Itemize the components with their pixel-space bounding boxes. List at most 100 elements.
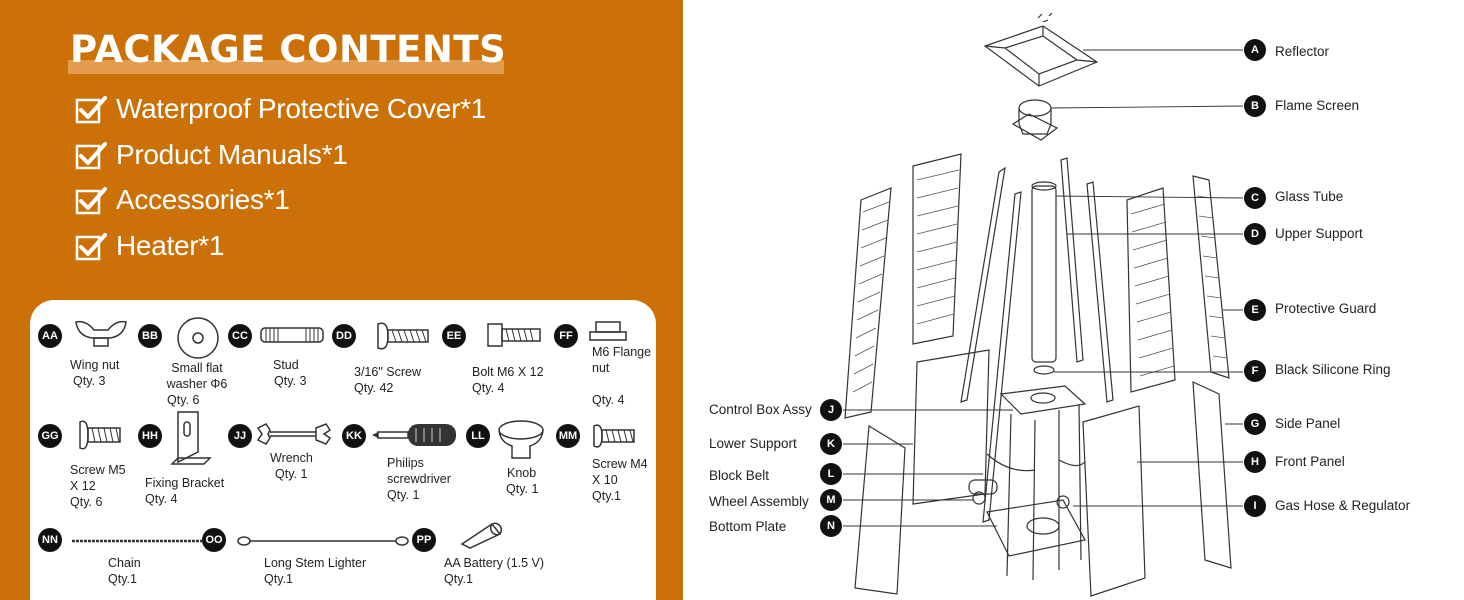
checkbox-icon bbox=[75, 233, 107, 261]
content-item-heater: Heater*1 bbox=[74, 226, 224, 266]
checkbox-icon bbox=[75, 187, 107, 215]
acc-qty-ee: Qty. 4 bbox=[472, 381, 505, 395]
acc-qty-bb: Qty. 6 bbox=[167, 393, 200, 407]
content-item-label: Heater*1 bbox=[116, 230, 225, 261]
badge-oo: OO bbox=[202, 528, 226, 552]
component-badge-e: E bbox=[1244, 299, 1266, 321]
exploded-diagram: A Reflector B Flame Screen C Glass Tube … bbox=[683, 0, 1464, 600]
component-badge-f: F bbox=[1244, 360, 1266, 382]
badge-ff: FF bbox=[554, 324, 578, 348]
component-label-lower-support: Lower Support bbox=[709, 436, 797, 451]
component-label-front-panel: Front Panel bbox=[1275, 454, 1345, 469]
acc-name-jj: Wrench bbox=[270, 451, 313, 465]
package-contents-panel: PACKAGE CONTENTS Waterproof Protective C… bbox=[0, 0, 683, 600]
acc-qty-gg: Qty. 6 bbox=[70, 495, 103, 509]
component-label-reflector: Reflector bbox=[1275, 44, 1330, 59]
screwdriver-icon bbox=[372, 424, 456, 446]
bolt-icon bbox=[487, 323, 541, 347]
content-item-manuals: Product Manuals*1 bbox=[74, 135, 348, 175]
acc-qty-kk: Qty. 1 bbox=[387, 488, 420, 502]
component-label-upper-support: Upper Support bbox=[1275, 226, 1363, 241]
component-label-control-box: Control Box Assy bbox=[709, 402, 812, 417]
component-badge-j: J bbox=[820, 399, 842, 421]
acc-qty-dd: Qty. 42 bbox=[354, 381, 394, 395]
component-label-silicone-ring: Black Silicone Ring bbox=[1275, 362, 1391, 377]
component-badge-l: L bbox=[820, 463, 842, 485]
acc-name-gg: Screw M5 X 12 bbox=[70, 463, 126, 493]
acc-name-ee: Bolt M6 X 12 bbox=[472, 365, 544, 379]
wrench-icon bbox=[256, 423, 332, 445]
badge-pp: PP bbox=[412, 528, 436, 552]
title-underline bbox=[68, 60, 504, 74]
acc-name-hh: Fixing Bracket bbox=[145, 476, 225, 490]
battery-icon bbox=[460, 522, 503, 549]
chain-icon bbox=[72, 539, 222, 543]
component-badge-n: N bbox=[820, 515, 842, 537]
flange-nut-icon bbox=[589, 321, 627, 341]
content-item-cover: Waterproof Protective Cover*1 bbox=[74, 89, 486, 129]
acc-qty-cc: Qty. 3 bbox=[274, 374, 307, 388]
acc-qty-pp: Qty.1 bbox=[444, 572, 473, 586]
acc-qty-jj: Qty. 1 bbox=[275, 467, 308, 481]
screw-m5-icon bbox=[79, 420, 121, 450]
component-badge-k: K bbox=[820, 433, 842, 455]
component-label-gas-hose: Gas Hose & Regulator bbox=[1275, 498, 1411, 513]
acc-qty-oo: Qty.1 bbox=[264, 572, 293, 586]
badge-kk: KK bbox=[342, 424, 366, 448]
acc-name-oo: Long Stem Lighter bbox=[264, 556, 367, 570]
accessories-card: AA Wing nut Qty. 3 BB Small flat washer … bbox=[30, 300, 656, 600]
acc-name-ff: M6 Flange nut bbox=[592, 345, 652, 375]
page-title: PACKAGE CONTENTS bbox=[70, 28, 507, 71]
component-label-bottom-plate: Bottom Plate bbox=[709, 519, 787, 534]
knob-icon bbox=[498, 420, 544, 459]
component-badge-i: I bbox=[1244, 495, 1266, 517]
component-badge-m: M bbox=[820, 489, 842, 511]
acc-name-cc: Stud bbox=[273, 358, 299, 372]
component-label-block-belt: Block Belt bbox=[709, 468, 770, 483]
acc-name-nn: Chain bbox=[108, 556, 141, 570]
acc-name-dd: 3/16" Screw bbox=[354, 365, 421, 379]
acc-qty-mm: Qty.1 bbox=[592, 489, 621, 503]
screw-icon bbox=[377, 322, 429, 350]
washer-icon bbox=[177, 317, 219, 359]
component-badge-h: H bbox=[1244, 451, 1266, 473]
screw-m4-icon bbox=[593, 424, 635, 448]
stud-icon bbox=[260, 327, 324, 343]
acc-name-pp: AA Battery (1.5 V) bbox=[444, 556, 545, 570]
component-badge-g: G bbox=[1244, 413, 1266, 435]
heater-exploded-drawing bbox=[843, 12, 1244, 597]
checkbox-icon bbox=[75, 96, 107, 124]
component-badge-a: A bbox=[1244, 39, 1266, 61]
acc-name-bb: Small flat washer Φ6 bbox=[166, 361, 228, 391]
acc-qty-ff: Qty. 4 bbox=[592, 393, 625, 407]
badge-nn: NN bbox=[38, 528, 62, 552]
component-badge-b: B bbox=[1244, 95, 1266, 117]
content-item-label: Accessories*1 bbox=[116, 184, 290, 215]
fixing-bracket-icon bbox=[170, 411, 212, 465]
component-label-wheel-assembly: Wheel Assembly bbox=[709, 494, 809, 509]
badge-mm: MM bbox=[556, 424, 580, 448]
component-label-protective-guard: Protective Guard bbox=[1275, 301, 1377, 316]
content-item-accessories: Accessories*1 bbox=[74, 180, 290, 220]
acc-name-kk: Philips screwdriver bbox=[387, 456, 451, 486]
component-label-glass-tube: Glass Tube bbox=[1275, 189, 1344, 204]
acc-qty-aa: Qty. 3 bbox=[73, 374, 106, 388]
lighter-icon bbox=[237, 536, 409, 546]
acc-qty-ll: Qty. 1 bbox=[506, 482, 539, 496]
acc-name-ll: Knob bbox=[507, 466, 537, 480]
component-badge-d: D bbox=[1244, 223, 1266, 245]
acc-qty-nn: Qty.1 bbox=[108, 572, 137, 586]
badge-hh: HH bbox=[138, 424, 162, 448]
component-badge-c: C bbox=[1244, 187, 1266, 209]
badge-bb: BB bbox=[138, 324, 162, 348]
badge-jj: JJ bbox=[228, 424, 252, 448]
component-label-flame-screen: Flame Screen bbox=[1275, 98, 1360, 113]
badge-gg: GG bbox=[38, 424, 62, 448]
title-wrap: PACKAGE CONTENTS bbox=[68, 28, 507, 78]
component-label-side-panel: Side Panel bbox=[1275, 416, 1341, 431]
acc-qty-hh: Qty. 4 bbox=[145, 492, 178, 506]
acc-name-aa: Wing nut bbox=[70, 358, 120, 372]
badge-aa: AA bbox=[38, 324, 62, 348]
badge-dd: DD bbox=[332, 324, 356, 348]
badge-ll: LL bbox=[466, 424, 490, 448]
